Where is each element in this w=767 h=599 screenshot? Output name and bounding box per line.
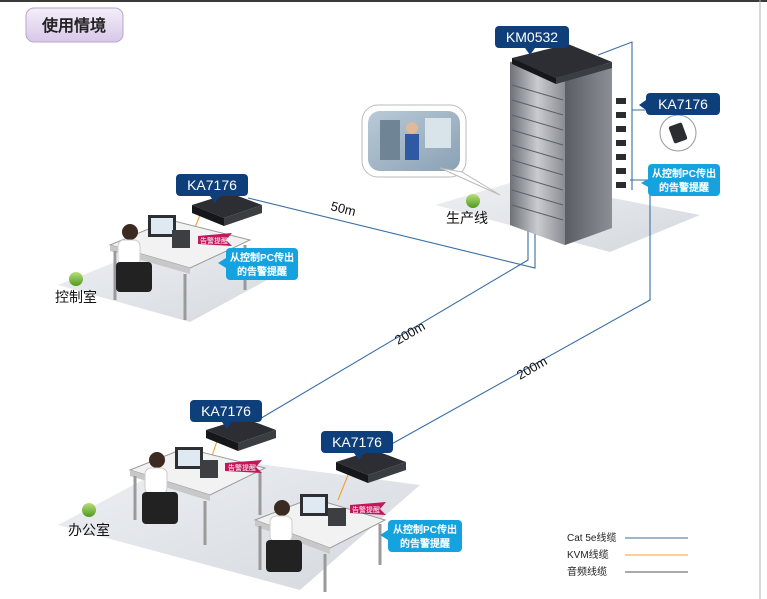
office-chair	[142, 492, 178, 524]
legend-label-kvm: KVM线缆	[567, 548, 609, 561]
office-chair	[266, 540, 302, 572]
km0532-badge: KM0532	[495, 26, 569, 55]
person-head	[122, 224, 138, 240]
ka7176-badge-office-2: KA7176	[321, 431, 393, 460]
alarm-callout-text-line1: 从控制PC传出	[393, 523, 457, 536]
alarm-callout-text-line2: 的告警提醒	[400, 537, 450, 550]
location-control-room: 控制室	[55, 272, 97, 305]
rack-module	[616, 98, 626, 104]
rack-module	[616, 154, 626, 160]
ka7176-badge-office-1: KA7176	[190, 400, 262, 429]
ka7176-badge-control: KA7176	[176, 174, 248, 203]
location-pin-icon	[82, 503, 96, 517]
alarm-callout-office: 从控制PC传出 的告警提醒	[380, 520, 462, 552]
pc-tower	[172, 230, 190, 248]
ka7176-label-office-1: KA7176	[201, 403, 251, 419]
rack-module	[616, 112, 626, 118]
rack-module	[616, 126, 626, 132]
alarm-tag-control: 告警提醒	[198, 233, 232, 246]
alarm-callout-text-line1: 从控制PC传出	[652, 167, 716, 180]
distance-label-50m: 50m	[329, 198, 357, 219]
rack-module	[616, 182, 626, 188]
location-pin-icon	[69, 272, 83, 286]
rack-module-column	[616, 98, 626, 188]
location-pin-icon	[466, 194, 480, 208]
location-office: 办公室	[68, 503, 110, 538]
alarm-tag-office-2: 告警提醒	[350, 502, 386, 515]
alarm-tag-text: 告警提醒	[200, 236, 228, 245]
distance-label-200m-a: 200m	[392, 318, 428, 347]
ka7176-device-office-1	[206, 418, 276, 451]
location-label-control-room: 控制室	[55, 289, 97, 305]
ka7176-device-office-2	[336, 450, 406, 483]
kvm-cable-office2	[337, 469, 351, 501]
office-workstation-2	[253, 494, 387, 592]
office-chair	[116, 262, 152, 292]
pc-tower	[200, 460, 218, 478]
alarm-callout-control: 从控制PC传出 的告警提醒	[218, 248, 298, 280]
alarm-callout-text-line2: 的告警提醒	[237, 265, 287, 278]
distance-label-200m-b: 200m	[514, 353, 550, 382]
rack-module	[616, 140, 626, 146]
ka7176-device-control	[192, 193, 262, 226]
section-title: 使用情境	[41, 16, 106, 35]
ka7176-label-control: KA7176	[187, 177, 237, 193]
section-title-badge: 使用情境	[25, 7, 124, 43]
person-head	[149, 452, 165, 468]
alarm-callout-text-line1: 从控制PC传出	[230, 251, 294, 264]
person-head	[274, 500, 290, 516]
cable-legend: Cat 5e线缆 KVM线缆 音频线缆	[567, 531, 688, 578]
cable-km-to-remote	[597, 41, 633, 190]
ka7176-label-remote: KA7176	[658, 96, 708, 112]
rack-module	[616, 168, 626, 174]
ka7176-dongle-icon	[659, 114, 697, 152]
ka7176-label-office-2: KA7176	[332, 434, 382, 450]
office-workstation-1	[128, 447, 267, 545]
alarm-tag-text: 告警提醒	[352, 505, 380, 514]
km0532-label: KM0532	[506, 29, 558, 45]
pc-tower	[328, 508, 346, 526]
legend-label-cat5e: Cat 5e线缆	[567, 531, 616, 544]
factory-photo	[361, 104, 501, 196]
km-switch-device	[512, 44, 612, 78]
server-rack	[510, 44, 612, 245]
location-production: 生产线	[446, 194, 488, 226]
ka7176-badge-remote: KA7176	[639, 93, 720, 115]
alarm-callout-text-line2: 的告警提醒	[659, 181, 709, 194]
alarm-callout-remote: 从控制PC传出 的告警提醒	[641, 164, 720, 196]
alarm-tag-text: 告警提醒	[228, 463, 256, 472]
location-label-production: 生产线	[446, 210, 488, 226]
cable-office2-to-km	[387, 179, 651, 447]
location-label-office: 办公室	[68, 522, 110, 538]
legend-label-audio: 音频线缆	[567, 565, 607, 578]
alarm-tag-office-1: 告警提醒	[225, 460, 262, 473]
